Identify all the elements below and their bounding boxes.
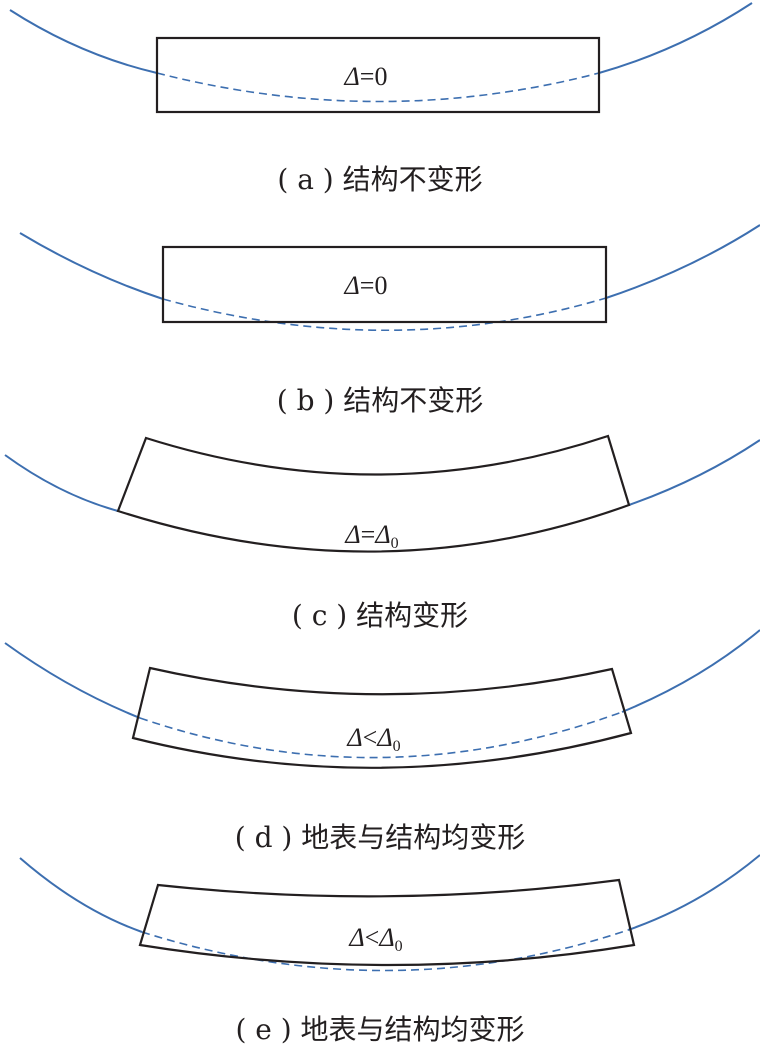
equation-d: Δ<Δ0: [347, 723, 401, 755]
caption-c: ( c ) 结构变形: [291, 599, 469, 632]
equation-b: Δ=0: [344, 271, 388, 300]
caption-b: ( b ) 结构不变形: [276, 384, 484, 417]
ground-curve-dashed: [162, 297, 607, 332]
caption-e: ( e ) 地表与结构均变形: [235, 1013, 525, 1046]
panel-e: [19, 854, 760, 972]
curved-structure: [116, 434, 631, 553]
ground-curve-solid-right: [605, 224, 760, 299]
ground-curve-solid-left: [9, 9, 158, 74]
panel-b: [19, 224, 760, 332]
ground-curve-solid-right: [621, 629, 760, 713]
equation-a: Δ=0: [344, 62, 388, 91]
ground-curve-right: [628, 439, 760, 506]
ground-curve-solid-left: [4, 642, 141, 719]
ground-curve-solid-left: [19, 232, 164, 300]
structure-rectangle: [161, 245, 608, 324]
curved-structure: [131, 666, 633, 769]
ground-curve-solid-right: [627, 854, 760, 931]
ground-curve-dashed: [139, 711, 623, 759]
ground-curve-left: [4, 454, 119, 512]
caption-a: ( a ) 结构不变形: [277, 163, 483, 196]
ground-curve-dashed: [141, 929, 629, 972]
structure-rectangle: [155, 36, 601, 114]
equation-e: Δ<Δ0: [349, 923, 403, 955]
curved-structure: [138, 878, 636, 967]
ground-curve-solid-left: [19, 857, 143, 933]
ground-curve-dashed: [156, 72, 600, 103]
ground-curve-solid-right: [598, 2, 753, 74]
panel-c: [4, 434, 760, 553]
panel-a: [9, 2, 753, 114]
equation-c: Δ=Δ0: [345, 520, 399, 552]
panel-d: [4, 629, 760, 769]
caption-d: ( d ) 地表与结构均变形: [234, 821, 526, 854]
